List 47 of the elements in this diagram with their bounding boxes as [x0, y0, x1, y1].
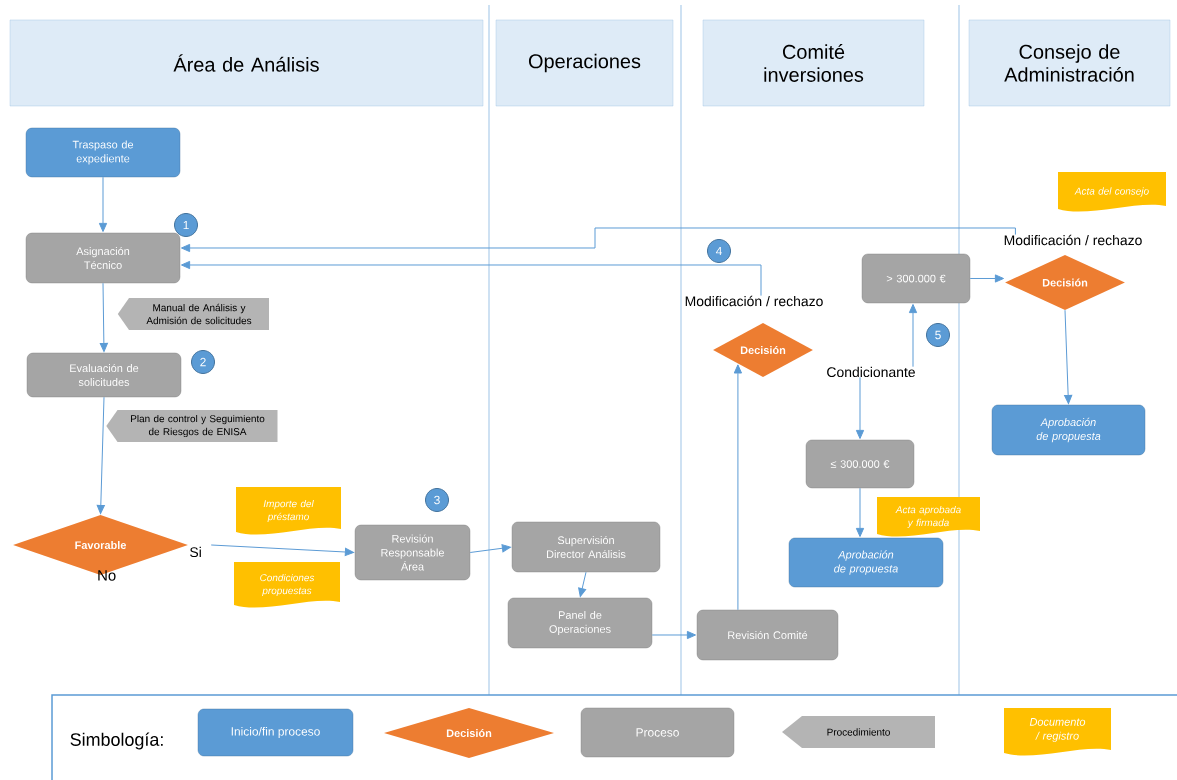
branch-label: Modificación / rechazo — [1004, 234, 1142, 246]
legend-label: Proceso — [636, 728, 679, 737]
arrow — [210, 544, 355, 557]
lane-header: Operaciones — [495, 19, 674, 107]
step-number: 4 — [707, 239, 731, 263]
arrow — [733, 364, 742, 611]
arrow — [96, 396, 105, 515]
branch-label: Condicionante — [827, 366, 915, 378]
arrow — [99, 282, 108, 353]
arrow — [181, 227, 1016, 253]
lane-header: Consejo de Administración — [968, 19, 1171, 107]
lane-header: Área de Análisis — [9, 19, 484, 107]
procedure-tag: Plan de control y Seguimiento de Riesgos de ENISA — [106, 410, 278, 442]
branch-label: Modificación / rechazo — [685, 295, 823, 307]
process-box: Revisión Responsable Área — [354, 524, 471, 581]
lane-header: Comité inversiones — [702, 19, 925, 107]
step-number: 2 — [191, 350, 215, 374]
arrow — [651, 630, 697, 640]
arrow — [578, 571, 587, 598]
arrow — [855, 487, 865, 538]
arrow — [969, 274, 1005, 283]
process-box: Supervisión Director Análisis — [511, 521, 661, 573]
arrow — [908, 303, 918, 368]
process-box: > 300.000 € — [861, 253, 971, 304]
start-end-box: Aprobación de propuesta — [788, 537, 944, 588]
edge-label: Si — [188, 545, 203, 559]
process-box: Asignación Técnico — [25, 232, 181, 284]
procedure-tag: Manual de Análisis y Admisión de solicitudes — [117, 298, 269, 330]
step-number: 3 — [425, 488, 449, 512]
process-box: ≤ 300.000 € — [805, 439, 915, 489]
legend-label: Documento / registro — [1029, 718, 1086, 742]
arrow — [855, 376, 865, 440]
process-box: Revisión Comité — [696, 609, 839, 661]
step-number: 5 — [926, 323, 950, 347]
legend-label: Procedimiento — [827, 728, 890, 736]
arrow — [181, 260, 762, 297]
legend-label: Inicio/fin proceso — [231, 726, 320, 739]
process-box: Evaluación de solicitudes — [26, 352, 182, 398]
process-box: Panel de Operaciones — [507, 597, 653, 649]
start-end-box: Aprobación de propuesta — [991, 404, 1146, 456]
legend-label: Decisión — [446, 728, 492, 738]
step-number: 1 — [174, 213, 198, 237]
arrow — [1064, 309, 1073, 405]
arrow — [469, 544, 512, 553]
arrow — [98, 176, 108, 233]
legend-title: Simbología: — [70, 732, 163, 750]
start-end-box: Traspaso de expediente — [25, 127, 181, 178]
